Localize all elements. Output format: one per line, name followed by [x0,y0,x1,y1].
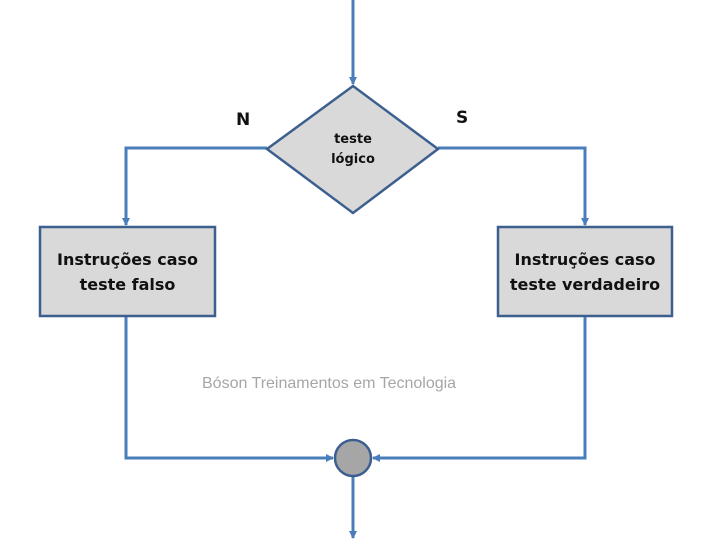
false-box-line2: teste falso [79,275,176,294]
false-instructions-box [38,225,217,318]
false-box-text: Instruções caso teste falso [40,247,215,297]
decision-diamond [264,84,441,215]
true-box-line1: Instruções caso [514,250,656,269]
watermark: Bóson Treinamentos em Tecnologia [202,375,457,392]
no-label: N [236,110,251,130]
decision-line2: lógico [331,152,375,167]
true-branch-arrow [438,146,589,226]
false-merge-arrow [124,316,334,462]
false-box-line1: Instruções caso [56,250,198,269]
yes-label: S [456,108,469,128]
true-merge-arrow [372,316,587,462]
true-instructions-box [496,225,674,318]
decision-label: teste lógico [303,130,403,170]
true-box-text: Instruções caso teste verdadeiro [498,247,672,297]
merge-junction [333,438,373,478]
decision-line1: teste [334,132,372,147]
false-branch-arrow [122,146,267,226]
true-box-line2: teste verdadeiro [509,275,661,294]
